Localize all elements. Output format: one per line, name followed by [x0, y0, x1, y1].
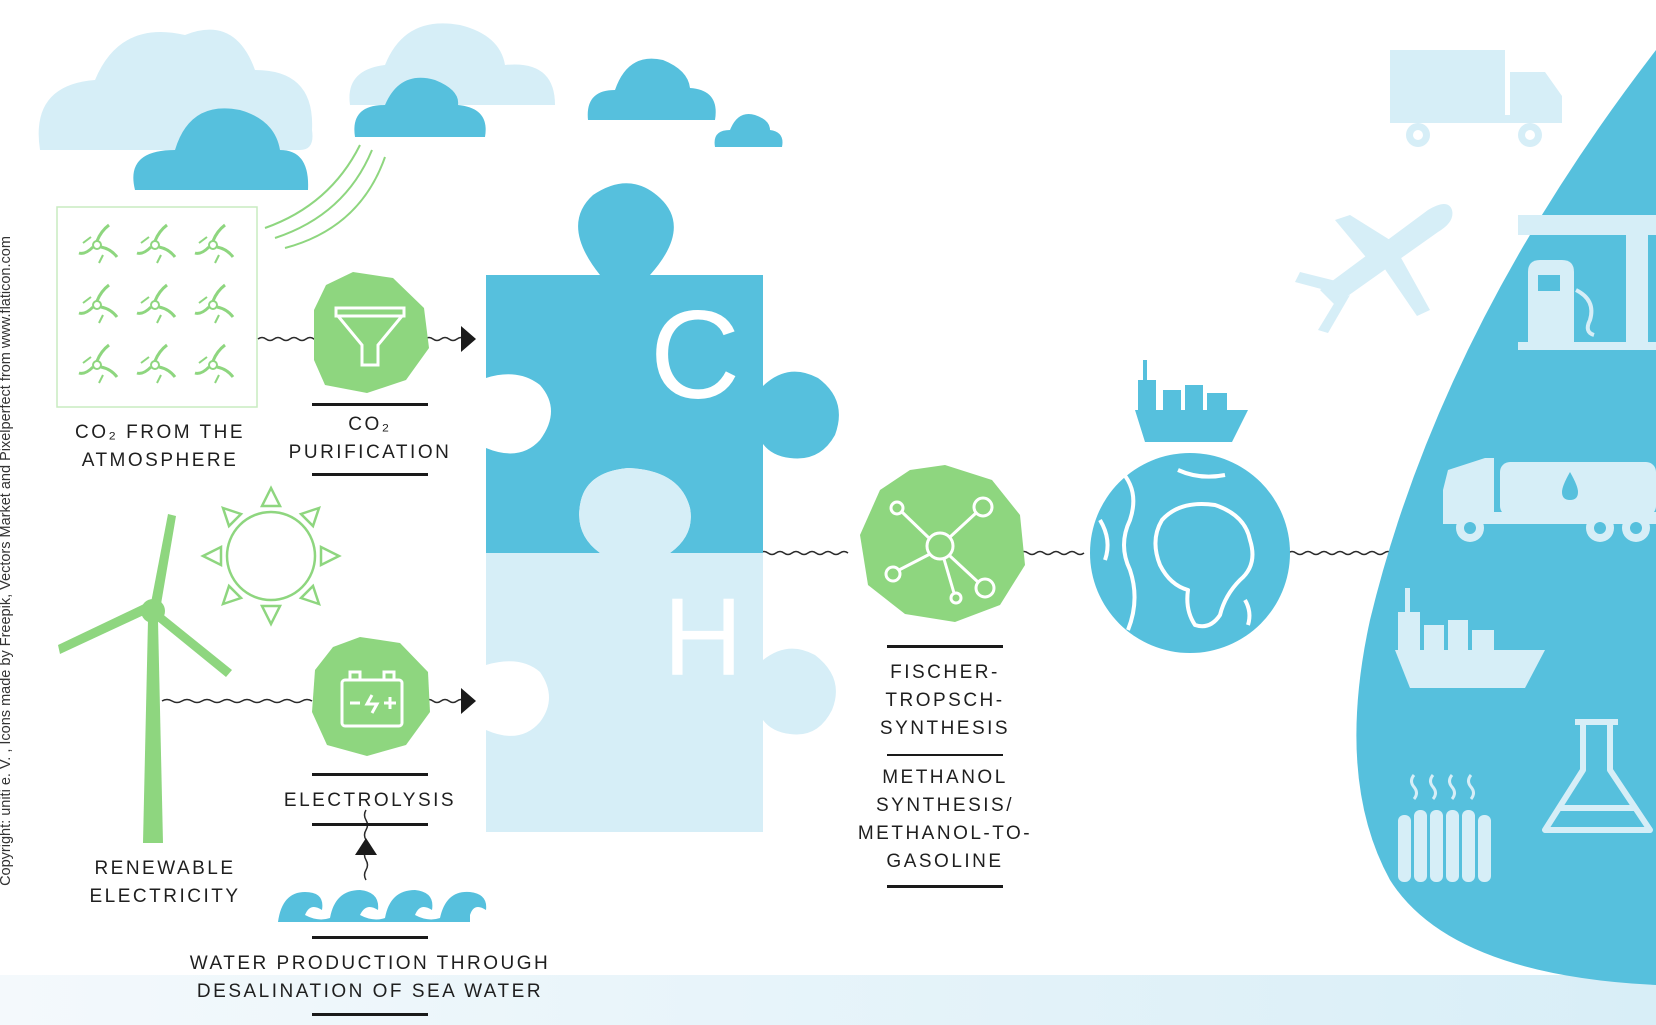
renewable-electricity-label: RENEWABLE ELECTRICITY: [89, 858, 241, 907]
puzzle-hydrogen: [486, 468, 836, 832]
truck-icon: [1390, 50, 1562, 147]
bottom-band: [0, 975, 1656, 1025]
waves-icon: [278, 890, 487, 922]
fischer-tropsch-label: FISCHER- TROPSCH- SYNTHESIS: [879, 662, 1011, 739]
divider: [312, 936, 428, 939]
gas-station-icon: [1518, 215, 1656, 350]
divider: [312, 473, 428, 476]
filter-icon: [334, 306, 406, 367]
water-production-label: WATER PRODUCTION THROUGH DESALINATION OF…: [189, 953, 551, 1002]
wind-turbine-icon: [58, 514, 232, 843]
ship-icon: [1135, 360, 1248, 442]
molecule-octagon: [860, 465, 1025, 622]
cloud-icon: [38, 23, 783, 190]
co2-collector-icons: [77, 223, 235, 385]
copyright-text: Copyright: uniti e. V. , Icons made by F…: [0, 236, 14, 886]
hydrogen-letter: H: [663, 576, 742, 699]
filter-octagon: [314, 272, 429, 393]
radiator-icon: [1398, 774, 1491, 882]
arrow-icon: [461, 326, 476, 352]
divider: [312, 773, 428, 776]
methanol-label: METHANOL SYNTHESIS/ METHANOL-TO- GASOLIN…: [857, 767, 1033, 872]
puzzle-carbon: [486, 183, 839, 553]
co2-capture-box: [56, 206, 258, 408]
electrolysis-label: ELECTROLYSIS: [283, 790, 457, 811]
divider: [887, 885, 1003, 888]
flask-icon: [1542, 719, 1653, 833]
carbon-letter: C: [650, 286, 740, 425]
divider: [887, 754, 1003, 756]
battery-octagon: [312, 637, 430, 756]
wind-icon: [264, 144, 386, 249]
airplane-icon: [1295, 204, 1453, 333]
arrow-icon: [461, 688, 476, 714]
globe-icon: [1090, 453, 1290, 653]
arrow-icon: [355, 838, 377, 855]
divider: [312, 823, 428, 826]
co2-atmosphere-label: CO₂ FROM THE ATMOSPHERE: [74, 422, 246, 471]
divider: [312, 1013, 428, 1016]
divider: [887, 645, 1003, 648]
co2-purification-label: CO₂ PURIFICATION: [288, 414, 452, 463]
battery-icon: [340, 670, 404, 728]
molecule-icon: [884, 496, 996, 605]
divider: [312, 403, 428, 406]
tanker-truck-icon: [1443, 458, 1656, 542]
cargo-ship-icon: [1395, 588, 1545, 688]
sun-icon: [200, 485, 342, 627]
